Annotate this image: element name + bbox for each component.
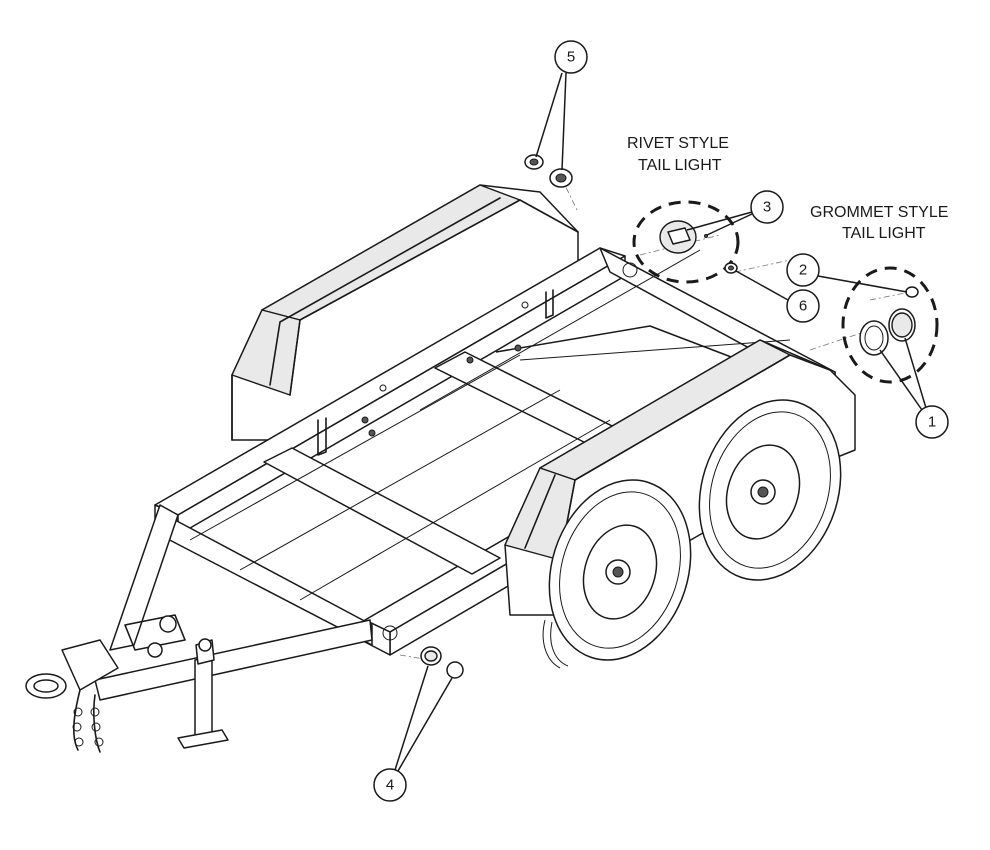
callout-4: 4 xyxy=(373,665,453,802)
part-5-washers xyxy=(524,154,573,188)
rivet-label-line2: TAIL LIGHT xyxy=(638,157,722,174)
part-1-2-grommet-tail-light xyxy=(841,266,939,384)
callout-4-number: 4 xyxy=(386,777,394,794)
callout-6-number: 6 xyxy=(799,298,807,315)
cargo-box xyxy=(231,184,579,441)
callout-6: 6 xyxy=(735,270,820,323)
front-wheel xyxy=(542,479,692,669)
rear-wheel xyxy=(698,399,842,581)
callout-5-number: 5 xyxy=(567,49,575,66)
callout-3-number: 3 xyxy=(763,199,771,216)
part-3-rivet-tail-light xyxy=(632,200,740,284)
grommet-label-line2: TAIL LIGHT xyxy=(842,225,926,242)
callout-1: 1 xyxy=(879,337,949,439)
callout-5: 5 xyxy=(535,40,588,171)
part-4-lights xyxy=(420,646,464,679)
callout-2: 2 xyxy=(786,253,908,293)
callout-2-number: 2 xyxy=(799,262,807,279)
part-6-nut xyxy=(724,262,738,274)
rivet-label-line1: RIVET STYLE xyxy=(627,135,729,152)
tongue-hitch xyxy=(25,504,373,753)
callout-3: 3 xyxy=(686,190,784,236)
grommet-label-line1: GROMMET STYLE xyxy=(810,204,948,221)
callout-1-number: 1 xyxy=(928,414,936,431)
